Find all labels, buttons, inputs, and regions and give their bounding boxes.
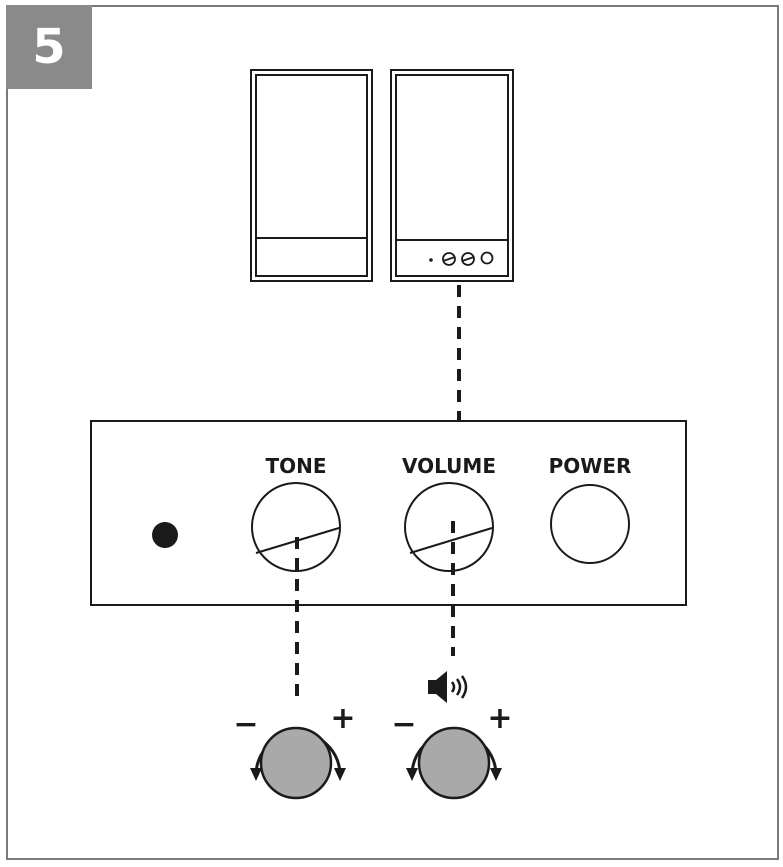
tone-dial-knob	[259, 726, 333, 800]
rotate-arrow-left-head	[250, 768, 262, 781]
volume-label: VOLUME	[402, 454, 496, 478]
volume-plus-sign: +	[487, 701, 512, 736]
tone-knob	[251, 482, 341, 572]
step-number-badge: 5	[6, 5, 92, 89]
speaker-volume-icon	[428, 671, 468, 703]
rotate-arrow-left-head	[406, 768, 418, 781]
volume-adjust-dial: − +	[391, 701, 513, 800]
speaker-power-button	[480, 251, 494, 265]
left-speaker	[250, 69, 373, 282]
volume-knob	[404, 482, 494, 572]
right-speaker	[390, 69, 514, 282]
power-label: POWER	[549, 454, 632, 478]
speaker-knob-tone	[442, 252, 456, 266]
diagram-frame	[6, 5, 779, 860]
volume-minus-sign: −	[391, 707, 416, 742]
control-panel	[90, 420, 687, 606]
rotate-arrow-right-head	[490, 768, 502, 781]
power-button	[550, 484, 630, 564]
tone-adjust-dial: − +	[233, 701, 356, 800]
tone-label: TONE	[265, 454, 326, 478]
speaker-knob-volume	[461, 252, 475, 266]
rotate-arrow-right-head	[334, 768, 346, 781]
indicator-led	[152, 522, 178, 548]
tone-plus-sign: +	[330, 701, 355, 736]
volume-dial-knob	[417, 726, 491, 800]
tone-minus-sign: −	[233, 707, 258, 742]
speaker-indicator-dot	[429, 258, 433, 262]
